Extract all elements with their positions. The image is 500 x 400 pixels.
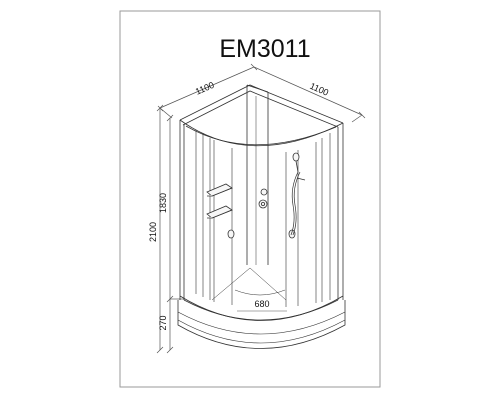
cabin-height-label: 1830 xyxy=(158,193,168,213)
shower-hose-icon xyxy=(290,171,306,236)
tray-radius-label: 680 xyxy=(254,299,269,309)
shelf-icon xyxy=(206,205,233,219)
shelf-icon xyxy=(206,183,233,197)
top-dimensions xyxy=(157,63,366,123)
total-height-label: 2100 xyxy=(148,222,158,242)
shower-cabin xyxy=(177,84,346,349)
model-title: EM3011 xyxy=(219,35,310,63)
width-left-label: 1100 xyxy=(194,80,216,97)
faucet-icon xyxy=(258,188,268,209)
massage-jet-icon xyxy=(227,229,296,239)
width-right-label: 1100 xyxy=(308,81,330,98)
shower-head-icon xyxy=(292,152,300,173)
tray-height-label: 270 xyxy=(158,315,168,330)
sheet-frame xyxy=(119,10,381,388)
height-dimensions xyxy=(156,104,185,354)
